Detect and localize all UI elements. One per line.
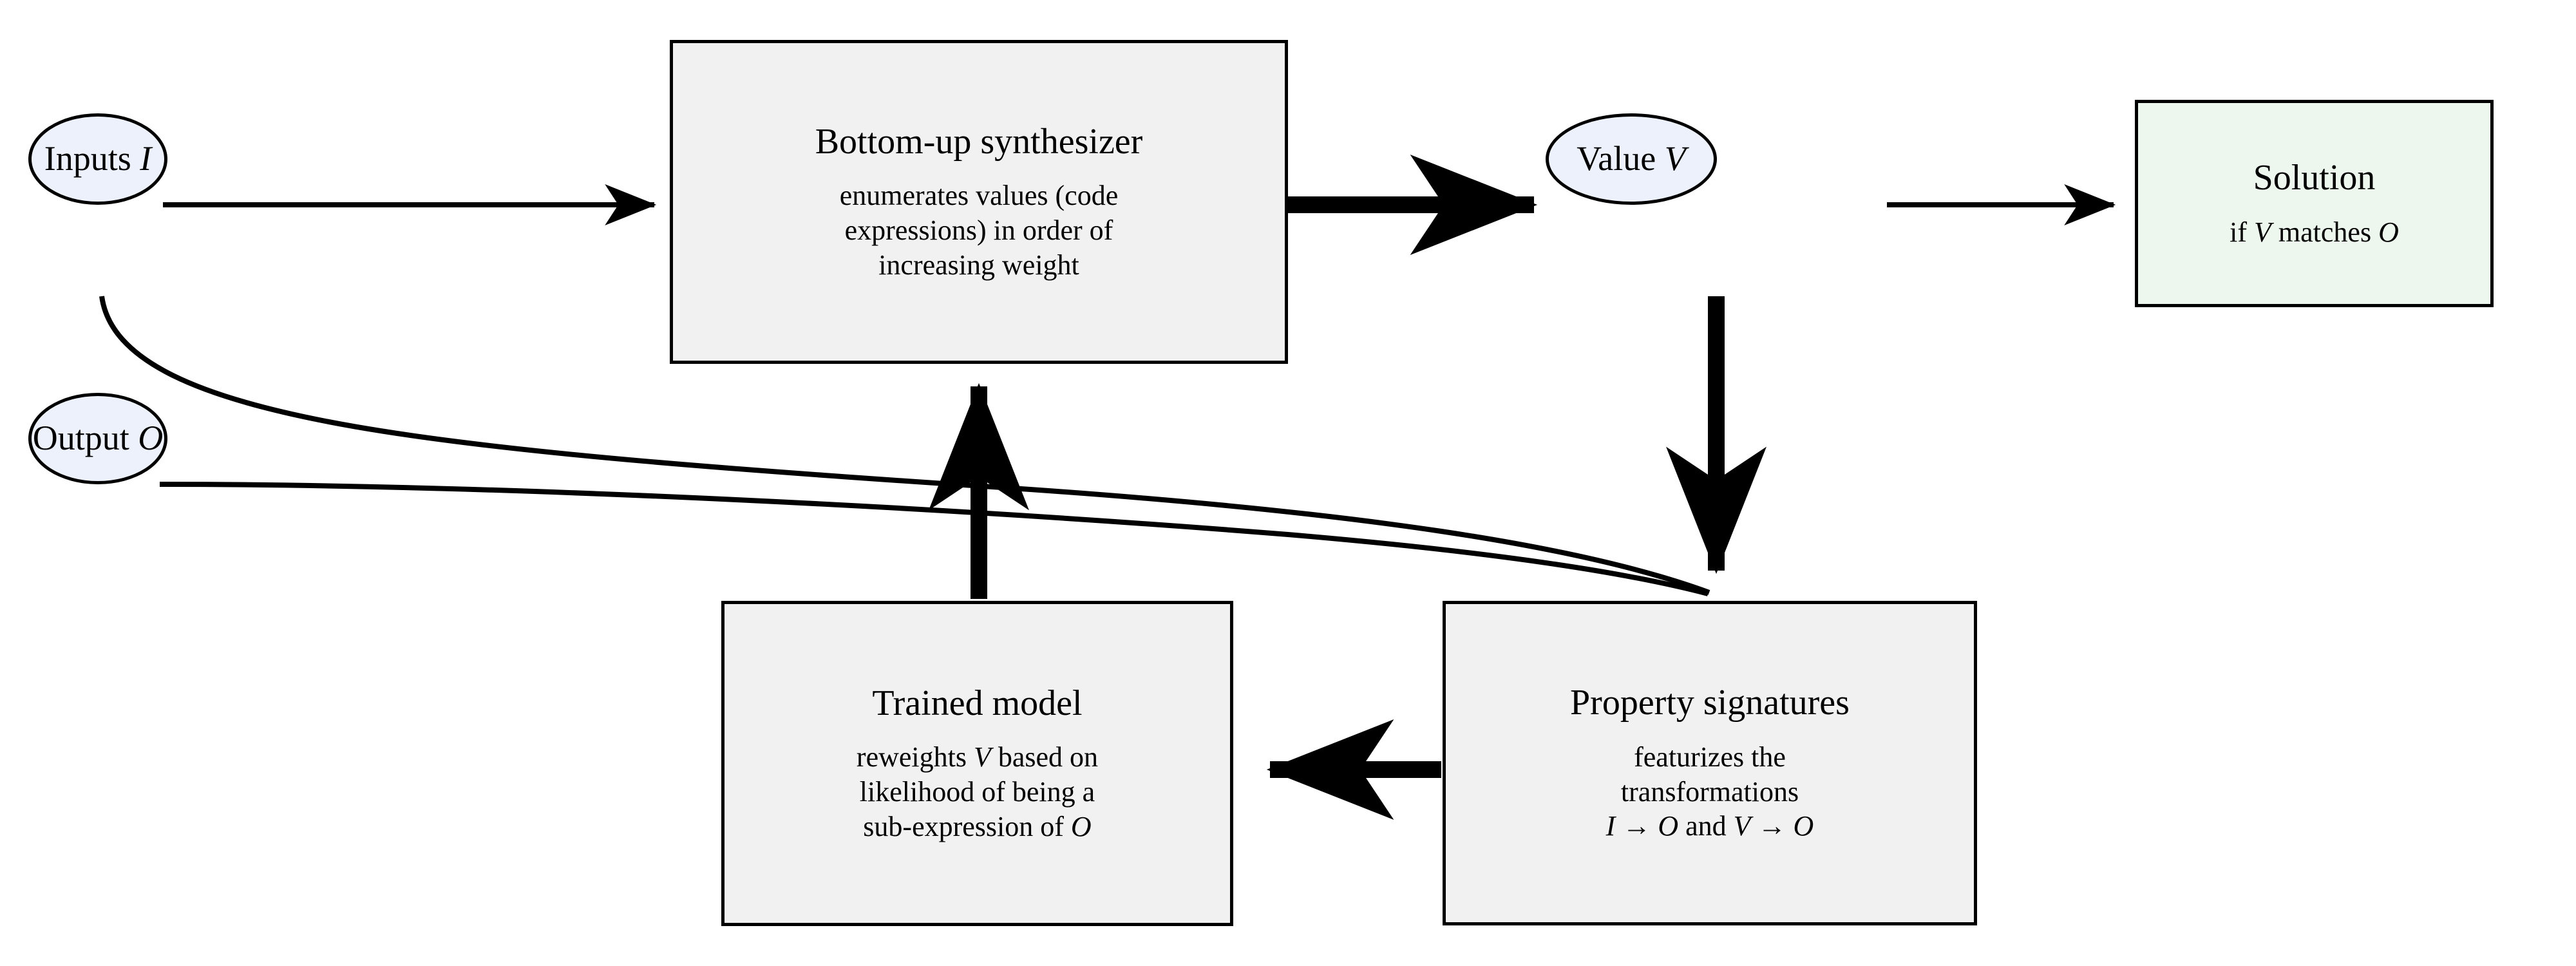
solution-title: Solution [2253,157,2376,198]
node-output[interactable]: Output O [28,393,167,484]
trained-model-description: reweights V based on likelihood of being… [857,740,1098,844]
property-signatures-description-line-3: I → O and V → O [1605,810,1814,842]
node-solution[interactable]: Solution if V matches O [2135,100,2494,307]
node-trained-model[interactable]: Trained model reweights V based on likel… [721,601,1233,926]
node-value-label: Value V [1577,139,1686,178]
node-synthesizer[interactable]: Bottom-up synthesizer enumerates values … [670,40,1288,364]
ps-symbol-o-1: O [1658,810,1679,842]
ps-symbol-v: V [1733,810,1751,842]
node-inputs-label: Inputs I [44,139,152,178]
trained-model-description-line-1: reweights V based on [856,741,1099,773]
node-output-label: Output O [32,419,164,458]
trained-model-description-line-3: sub-expression of O [863,810,1092,842]
ps-symbol-i: I [1605,810,1616,842]
trained-model-title: Trained model [872,683,1083,723]
solution-symbol-o: O [2378,216,2399,248]
property-signatures-title: Property signatures [1570,683,1850,723]
inputs-symbol: I [140,139,152,178]
ps-arrow-1-icon: → [1622,810,1651,842]
synthesizer-description-line-1: enumerates values (code [839,180,1119,212]
ps-symbol-o-2: O [1793,810,1814,842]
property-signatures-description: featurizes the transformations I → O and… [1606,740,1814,844]
trained-model-symbol-v: V [973,741,991,773]
node-value[interactable]: Value V [1546,113,1717,205]
trained-model-description-line-2: likelihood of being a [859,776,1095,808]
value-symbol: V [1664,139,1686,178]
property-signatures-description-line-1: featurizes the [1634,741,1786,773]
synthesizer-description: enumerates values (code expressions) in … [840,178,1118,282]
solution-symbol-v: V [2254,216,2271,248]
output-symbol: O [138,419,164,458]
synthesizer-description-line-3: increasing weight [878,249,1079,281]
node-inputs[interactable]: Inputs I [28,113,167,205]
trained-model-symbol-o: O [1070,810,1092,842]
edge-inputs-to-property-signatures [99,296,1710,595]
solution-description: if V matches O [2230,216,2399,248]
node-property-signatures[interactable]: Property signatures featurizes the trans… [1443,601,1977,925]
ps-arrow-2-icon: → [1757,810,1786,842]
synthesizer-title: Bottom-up synthesizer [815,121,1143,162]
synthesizer-description-line-2: expressions) in order of [844,214,1113,247]
property-signatures-description-line-2: transformations [1620,775,1799,808]
edge-output-to-property-signatures [159,482,1709,596]
